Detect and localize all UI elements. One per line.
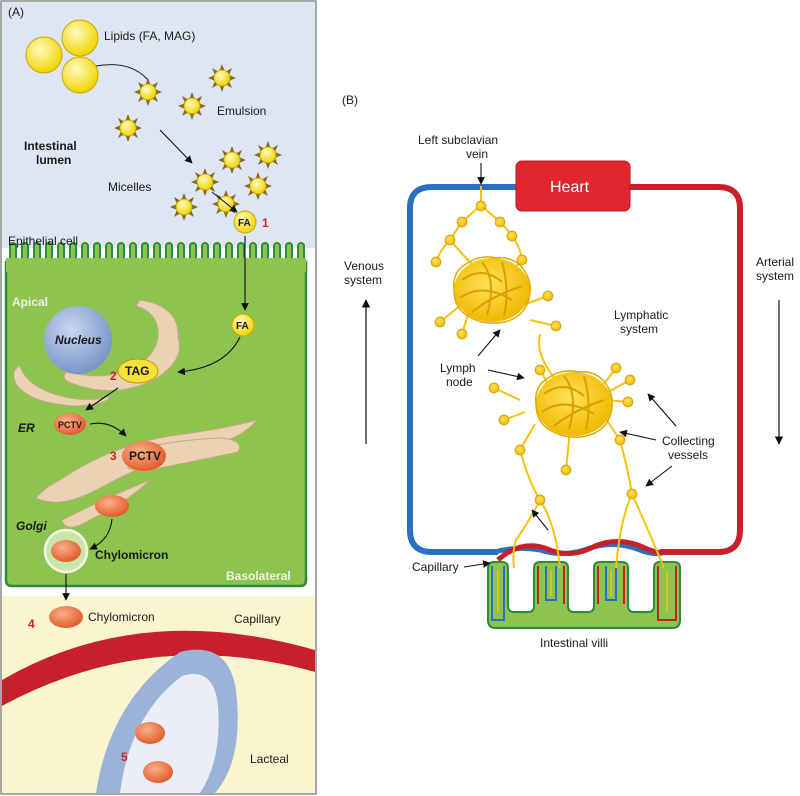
- step-5-marker: 5: [121, 750, 128, 764]
- nucleus: [44, 306, 112, 374]
- arterial-system-label-2: system: [756, 269, 794, 283]
- panel-a: Lipids (FA, MAG) Emulsion Intestinal lum…: [0, 0, 317, 795]
- tag-droplet: [117, 358, 159, 384]
- apical-label: Apical: [12, 295, 48, 309]
- chylomicron-exported: [49, 606, 83, 628]
- basolateral-label: Basolateral: [226, 569, 291, 583]
- capillary-wall: [2, 630, 315, 706]
- emulsion-label: Emulsion: [217, 104, 266, 118]
- arterial-system-label-1: Arterial: [756, 255, 794, 269]
- lipid-droplets: [25, 19, 99, 94]
- chylomicron-out-label: Chylomicron: [88, 610, 155, 624]
- fatty-acid-particle-cell: [231, 313, 255, 337]
- fa-label: FA: [238, 218, 251, 229]
- epithelial-cell-label: Epithelial cell: [8, 234, 78, 248]
- lymph-node-label-2: node: [446, 375, 473, 389]
- fa-cell-label: FA: [236, 321, 249, 332]
- heart-box: [515, 160, 631, 212]
- er-label: ER: [18, 421, 35, 435]
- step-3-marker: 3: [110, 449, 117, 463]
- fatty-acid-particle: [233, 210, 257, 234]
- collecting-vessels-label-1: Collecting: [662, 434, 715, 448]
- venous-system-label-2: system: [344, 273, 382, 287]
- lymph-node-label-1: Lymph: [440, 361, 476, 375]
- tag-label: TAG: [125, 364, 149, 378]
- step-2-marker: 2: [110, 369, 117, 383]
- left-subclavian-label-1: Left subclavian: [418, 133, 498, 147]
- capillary-red: [496, 539, 666, 562]
- lacteal-chylomicron-1: [135, 722, 165, 744]
- intestinal-lumen-label-1: Intestinal: [24, 139, 77, 153]
- panel-b: (B) Heart Intestinal villi Capillary: [342, 93, 794, 650]
- villi-lacteals: [497, 570, 668, 612]
- lacteal-chylomicron-2: [143, 761, 173, 783]
- collecting-vessels-label-2: vessels: [668, 448, 708, 462]
- micelles-label: Micelles: [108, 180, 151, 194]
- chylomicron-cell-label: Chylomicron: [95, 548, 168, 562]
- venous-system-label-1: Venous: [344, 259, 384, 273]
- lipids-label: Lipids (FA, MAG): [104, 29, 195, 43]
- pctv-small-label: PCTV: [58, 420, 82, 430]
- intestinal-lumen-label-2: lumen: [36, 153, 71, 167]
- villi-capillaries: [491, 566, 677, 621]
- panel-b-label: (B): [342, 93, 358, 107]
- panel-a-label: (A): [8, 5, 24, 19]
- lacteal-label: Lacteal: [250, 752, 289, 766]
- arterial-vessel: [630, 184, 743, 555]
- golgi-label: Golgi: [16, 519, 47, 533]
- heart-label: Heart: [550, 179, 590, 196]
- left-subclavian-label-2: vein: [466, 147, 488, 161]
- chylomicron-in-vesicle: [51, 540, 81, 562]
- panel-a-frame: [0, 0, 317, 795]
- lymphatic-system-label-1: Lymphatic: [614, 308, 668, 322]
- golgi-vesicle: [95, 495, 129, 517]
- step-1-marker: 1: [262, 216, 269, 230]
- venous-vessel: [407, 184, 520, 555]
- pctv-small: [54, 413, 86, 435]
- lymph-beads: [430, 200, 638, 506]
- intestinal-villi: [487, 561, 681, 629]
- capillary-a-label: Capillary: [234, 612, 281, 626]
- capillary-b-label: Capillary: [412, 560, 459, 574]
- nucleus-label: Nucleus: [55, 333, 102, 347]
- step-4-marker: 4: [28, 617, 35, 631]
- lymph-node-upper: [452, 255, 532, 325]
- pctv-large-label: PCTV: [129, 449, 161, 463]
- pctv-large: [122, 441, 166, 471]
- lymphatic-system-label-2: system: [620, 322, 658, 336]
- intestinal-villi-label: Intestinal villi: [540, 636, 608, 650]
